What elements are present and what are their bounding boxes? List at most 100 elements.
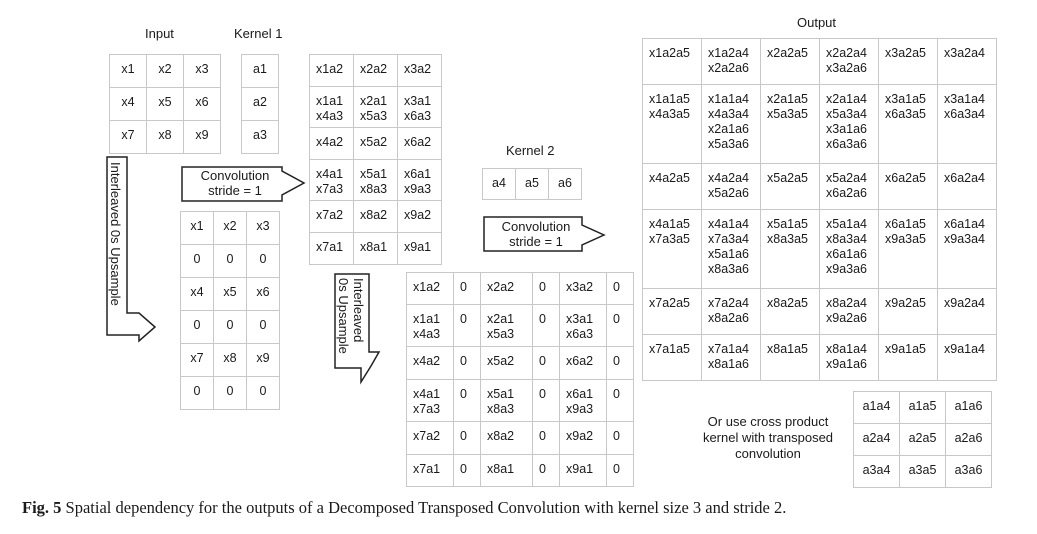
- cell-text: x5: [158, 95, 172, 109]
- cell-text: x6a2a5: [885, 171, 927, 185]
- matrix-row: x4 x5 x6: [180, 277, 280, 311]
- matrix-cell: 0: [606, 421, 634, 455]
- matrix-cell: x5a2: [480, 346, 533, 380]
- matrix-cell: x1: [109, 54, 147, 88]
- cell-text: x2a1 x5a3: [360, 94, 388, 123]
- cell-text: x3: [195, 62, 209, 76]
- cell-text: a2a6: [954, 431, 983, 445]
- matrix-cell: x8: [146, 120, 184, 154]
- matrix-cell: 0: [453, 421, 481, 455]
- cell-text: x5a1 x8a3: [360, 167, 388, 196]
- cell-text: x8a1: [487, 462, 515, 476]
- matrix-cell: x9a2a5: [878, 288, 938, 335]
- cell-text: 0: [539, 280, 546, 294]
- cell-text: x5: [223, 285, 237, 299]
- cell-text: a5: [525, 176, 539, 190]
- matrix-cell: x7a2: [406, 421, 454, 455]
- cell-text: 0: [613, 354, 620, 368]
- cell-text: x5a2: [487, 354, 515, 368]
- matrix-cell: a4: [482, 168, 516, 200]
- cell-text: 0: [539, 312, 546, 326]
- cell-text: x3a1a4 x6a3a4: [944, 92, 986, 121]
- matrix-cell: x7a1a4 x8a1a6: [701, 334, 761, 381]
- cell-text: x7: [121, 128, 135, 142]
- matrix-cell: x5: [213, 277, 247, 311]
- matrix-cell: x4a1 x7a3: [309, 159, 354, 201]
- matrix-cell: x1: [180, 211, 214, 245]
- matrix-cell: a5: [515, 168, 549, 200]
- cell-text: x6a2a4: [944, 171, 986, 185]
- matrix-cell: x5a1a4 x8a3a4 x6a1a6 x9a3a6: [819, 209, 879, 289]
- matrix-cell: x6a1 x9a3: [559, 379, 607, 422]
- cell-text: x1a1a5 x4a3a5: [649, 92, 691, 121]
- matrix-cell: x6a1a5 x9a3a5: [878, 209, 938, 289]
- matrix-cell: x7: [109, 120, 147, 154]
- cell-text: x6a1 x9a3: [404, 167, 432, 196]
- matrix-cell: x7a2a4 x8a2a6: [701, 288, 761, 335]
- matrix-cell: x9a1: [559, 454, 607, 487]
- cell-text: x3: [256, 219, 270, 233]
- matrix-cell: x7: [180, 343, 214, 377]
- conv2-arrow: [483, 216, 606, 252]
- matrix-cell: x9a1a4: [937, 334, 997, 381]
- matrix-cell: x6a2a4: [937, 163, 997, 210]
- cell-text: x4a1 x7a3: [316, 167, 344, 196]
- matrix-cell: x8a1: [480, 454, 533, 487]
- cell-text: x4: [190, 285, 204, 299]
- output-label: Output: [797, 15, 837, 30]
- kernel2-label: Kernel 2: [506, 143, 555, 158]
- cell-text: x2: [223, 219, 237, 233]
- matrix-cell: x3a2a4: [937, 38, 997, 85]
- matrix-cell: x6: [183, 87, 221, 121]
- matrix-row: x4a1 x7a3 x5a1 x8a3 x6a1 x9a3: [309, 159, 442, 201]
- matrix-cell: x5a1a5 x8a3a5: [760, 209, 820, 289]
- cell-text: x3a1 x6a3: [566, 312, 594, 341]
- cell-text: x5a1a5 x8a3a5: [767, 217, 809, 246]
- cell-text: x8a2a4 x9a2a6: [826, 296, 868, 325]
- cell-text: 0: [226, 252, 234, 266]
- matrix-cell: x7a2a5: [642, 288, 702, 335]
- matrix-cell: x4a2: [309, 127, 354, 160]
- matrix-cell: 0: [532, 421, 560, 455]
- matrix-cell: x9: [183, 120, 221, 154]
- matrix-cell: x4: [180, 277, 214, 311]
- cell-text: a1a6: [954, 399, 983, 413]
- cell-text: x8a2: [360, 208, 388, 222]
- cell-text: x2a1 x5a3: [487, 312, 515, 341]
- matrix-cell: 0: [180, 244, 214, 278]
- figure-caption: Fig. 5 Spatial dependency for the output…: [22, 498, 786, 518]
- matrix-cell: 0: [213, 310, 247, 344]
- matrix-cell: x7a1: [309, 232, 354, 265]
- matrix-cell: 0: [213, 244, 247, 278]
- matrix-cell: x7a1: [406, 454, 454, 487]
- cell-text: x8a1a5: [767, 342, 809, 356]
- cell-text: 0: [460, 429, 467, 443]
- matrix-cell: a2a5: [899, 423, 946, 456]
- matrix-cell: a6: [548, 168, 582, 200]
- cell-text: x2a2: [487, 280, 515, 294]
- matrix-cell: x2a1a4 x5a3a4 x3a1a6 x6a3a6: [819, 84, 879, 164]
- matrix-cell: 0: [213, 376, 247, 410]
- cell-text: x3a2a4: [944, 46, 986, 60]
- cell-text: x4a2a4 x5a2a6: [708, 171, 750, 200]
- matrix-cell: x6: [246, 277, 280, 311]
- cell-text: x2a2a5: [767, 46, 809, 60]
